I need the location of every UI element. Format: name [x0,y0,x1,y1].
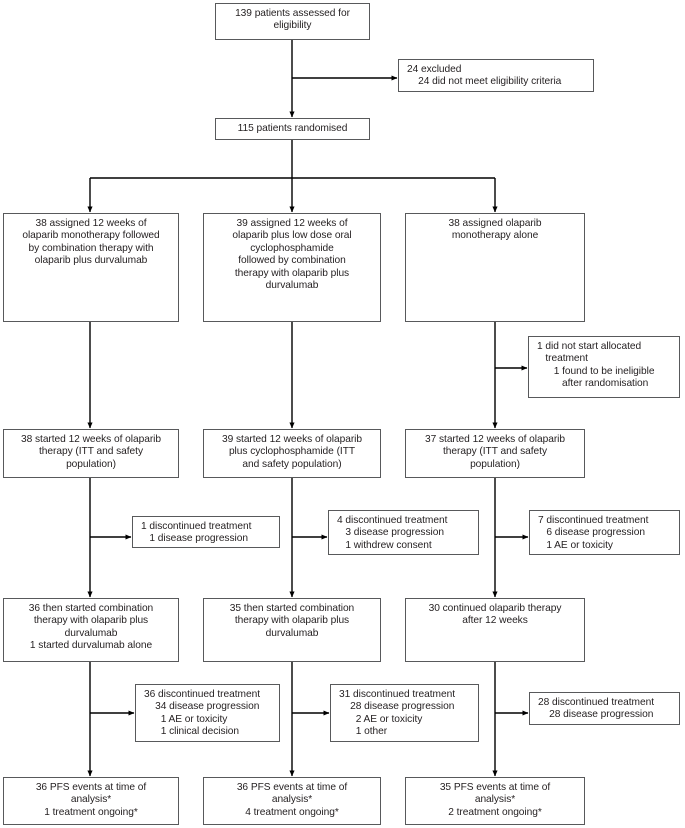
node-arm3-pfs-events: 35 PFS events at time of analysis* 2 tre… [405,777,585,825]
node-arm2-assigned: 39 assigned 12 weeks of olaparib plus lo… [203,213,381,322]
node-arm1-discontinued-second: 36 discontinued treatment 34 disease pro… [135,684,280,742]
node-arm1-started: 38 started 12 weeks of olaparib therapy … [3,429,179,478]
node-text: 37 started 12 weeks of olaparib therapy … [424,434,566,470]
node-text: 24 excluded 24 did not meet eligibility … [407,64,562,88]
node-arm1-discontinued-first: 1 discontinued treatment 1 disease progr… [132,516,280,548]
node-arm2-started: 39 started 12 weeks of olaparib plus cyc… [203,429,381,478]
node-text: 36 then started combination therapy with… [28,603,154,652]
node-arm3-continued-olaparib: 30 continued olaparib therapy after 12 w… [405,598,585,662]
node-text: 38 assigned 12 weeks of olaparib monothe… [22,218,160,267]
node-arm1-assigned: 38 assigned 12 weeks of olaparib monothe… [3,213,179,322]
node-text: 115 patients randomised [237,123,348,134]
node-assessed-for-eligibility: 139 patients assessed for eligibility [215,3,370,40]
node-arm2-pfs-events: 36 PFS events at time of analysis* 4 tre… [203,777,381,825]
node-text: 28 discontinued treatment 28 disease pro… [538,697,654,721]
node-text: 36 PFS events at time of analysis* 4 tre… [236,782,348,818]
node-text: 38 assigned olaparib monotherapy alone [448,218,542,242]
node-text: 35 then started combination therapy with… [229,603,355,639]
node-text: 38 started 12 weeks of olaparib therapy … [20,434,162,470]
node-arm1-combination-therapy: 36 then started combination therapy with… [3,598,179,662]
node-text: 39 started 12 weeks of olaparib plus cyc… [221,434,363,470]
node-text: 36 PFS events at time of analysis* 1 tre… [35,782,147,818]
node-arm1-pfs-events: 36 PFS events at time of analysis* 1 tre… [3,777,179,825]
node-arm3-did-not-start: 1 did not start allocated treatment 1 fo… [528,336,680,398]
node-text: 39 assigned 12 weeks of olaparib plus lo… [232,218,352,292]
node-text: 7 discontinued treatment 6 disease progr… [538,515,649,551]
node-patients-randomised: 115 patients randomised [215,118,370,140]
node-text: 36 discontinued treatment 34 disease pro… [144,689,260,738]
node-arm3-assigned: 38 assigned olaparib monotherapy alone [405,213,585,322]
node-arm2-discontinued-first: 4 discontinued treatment 3 disease progr… [328,510,479,555]
node-text: 31 discontinued treatment 28 disease pro… [339,689,455,738]
node-arm2-combination-therapy: 35 then started combination therapy with… [203,598,381,662]
node-excluded: 24 excluded 24 did not meet eligibility … [398,59,594,92]
node-text: 4 discontinued treatment 3 disease progr… [337,515,448,551]
node-text: 1 did not start allocated treatment 1 fo… [537,341,655,390]
node-text: 30 continued olaparib therapy after 12 w… [428,603,562,627]
node-text: 35 PFS events at time of analysis* 2 tre… [439,782,551,818]
node-arm3-discontinued-first: 7 discontinued treatment 6 disease progr… [529,510,680,555]
node-text: 1 discontinued treatment 1 disease progr… [141,521,252,545]
node-arm3-discontinued-second: 28 discontinued treatment 28 disease pro… [529,692,680,725]
node-arm2-discontinued-second: 31 discontinued treatment 28 disease pro… [330,684,479,742]
node-arm3-started: 37 started 12 weeks of olaparib therapy … [405,429,585,478]
node-text: 139 patients assessed for eligibility [235,8,350,32]
